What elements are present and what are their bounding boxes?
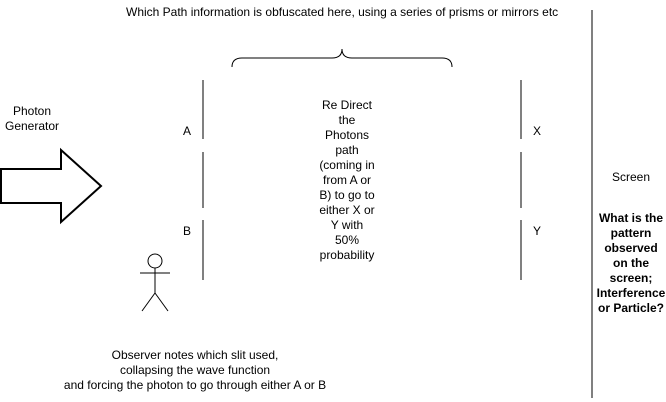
- photon-generator-label: Photon Generator: [0, 104, 64, 134]
- redirect-line: probability: [319, 248, 375, 262]
- redirect-line: either X or: [319, 203, 375, 217]
- redirect-line: 50%: [334, 233, 360, 247]
- redirect-line: (coming in: [319, 158, 375, 172]
- redirect-line: Re Direct: [321, 98, 372, 112]
- observer-line: Observer notes which slit used,: [111, 348, 279, 362]
- redirect-line: path: [335, 143, 359, 157]
- output-x-label: X: [533, 124, 542, 138]
- question-line: Interference: [596, 286, 666, 300]
- question-line: observed: [604, 241, 658, 255]
- redirect-line: the: [338, 113, 356, 127]
- slit-a-label: A: [183, 124, 192, 138]
- stick-figure-icon: [140, 253, 170, 312]
- curly-brace-icon: [231, 48, 453, 68]
- redirect-line: B) to go to: [319, 188, 375, 202]
- question-line: screen;: [609, 271, 653, 285]
- question-line: or Particle?: [597, 301, 665, 315]
- observer-line: collapsing the wave function: [119, 363, 271, 377]
- redirect-line: from A or: [322, 173, 372, 187]
- question-line: pattern: [610, 226, 652, 240]
- redirect-description: Re Direct the Photons path (coming in fr…: [302, 98, 392, 263]
- observer-line: and forcing the photon to go through eit…: [63, 378, 327, 392]
- output-y-label: Y: [533, 224, 542, 238]
- observer-note: Observer notes which slit used, collapsi…: [40, 348, 350, 393]
- screen-question: What is the pattern observed on the scre…: [596, 211, 666, 316]
- screen-label: Screen: [611, 170, 651, 184]
- redirect-line: Y with: [330, 218, 364, 232]
- question-line: What is the: [598, 211, 663, 225]
- redirect-line: Photons: [324, 128, 370, 142]
- question-line: on the: [613, 256, 649, 270]
- generator-label-line: Photon: [12, 104, 52, 118]
- diagram-title: Which Path information is obfuscated her…: [126, 5, 559, 19]
- right-arrow-icon: [0, 147, 103, 225]
- generator-label-line: Generator: [4, 119, 60, 133]
- slit-b-label: B: [183, 224, 192, 238]
